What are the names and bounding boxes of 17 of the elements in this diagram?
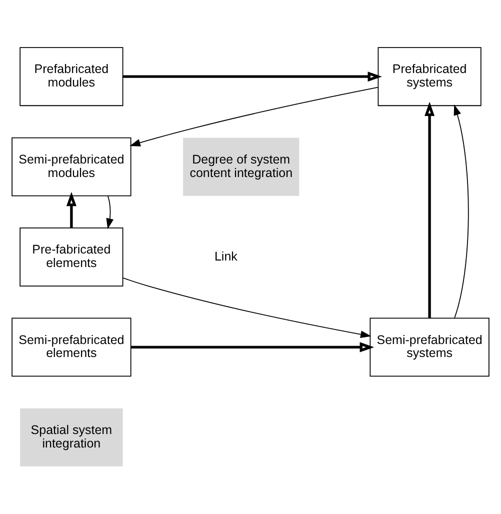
arrow (66, 192, 76, 228)
arrow (130, 86, 378, 146)
label: Link (214, 249, 238, 264)
arrow (122, 72, 382, 82)
node-box: Semi-prefabricated modules (12, 137, 132, 196)
arrow (130, 342, 374, 352)
node-box: Semi-prefabricated systems (370, 318, 490, 377)
label: Degree of system content integration (190, 152, 293, 180)
arrow (454, 104, 469, 318)
node-box: Pre-fabricated elements (20, 228, 124, 286)
node-box: Prefabricated systems (378, 47, 482, 106)
label: Spatial system integration (30, 423, 112, 450)
arrow (122, 278, 372, 338)
node-box: Semi-prefabricated elements (12, 318, 132, 377)
arrow (106, 195, 114, 230)
node-box: Prefabricated modules (20, 47, 124, 106)
arrow (424, 102, 435, 318)
